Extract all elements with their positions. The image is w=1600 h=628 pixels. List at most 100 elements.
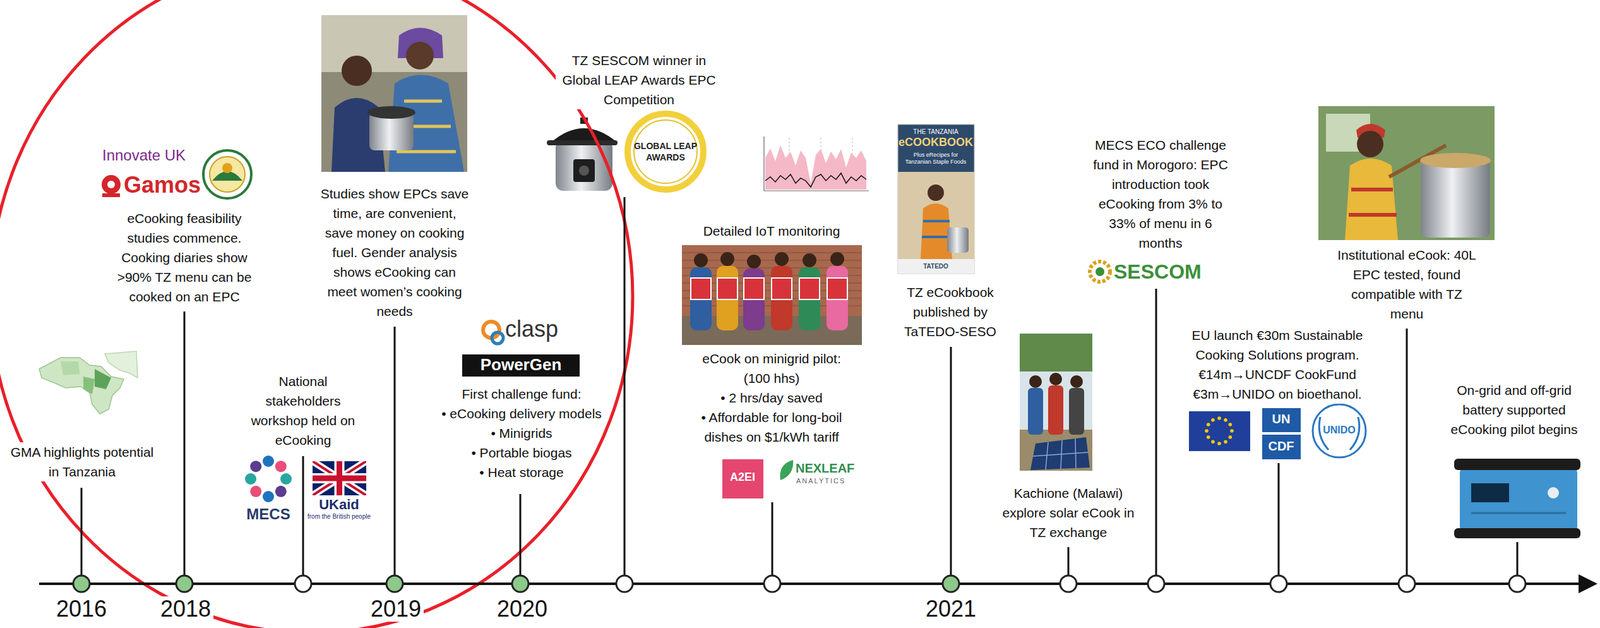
eu-flag [1204,428,1209,433]
unido-logo [1319,416,1360,450]
year-label: 2020 [494,596,550,622]
photo-kachione-exchange [1019,333,1093,471]
event-text: eCooking feasibility studies commence. C… [107,208,263,307]
photo-institutional-cooking [1348,189,1397,215]
timeline-dot [294,575,312,592]
logo-text: NEXLEAF [795,460,855,476]
clasp-icon [483,321,504,344]
event-text: Kachione (Malawi) explore solar eCook in… [992,483,1145,542]
mecs-logo-icon [275,485,287,497]
uncdf-logo [1262,434,1301,460]
photo-minigrid-users [799,277,820,300]
photo-women-cooking [341,55,372,86]
global-leap-ring [633,119,698,184]
global-leap-ring [627,113,704,190]
photo-minigrid-users [774,251,789,266]
logo-text: A2EI [729,470,756,484]
timeline-dot [176,575,193,592]
tatedo-logo [203,150,252,199]
eu-flag [1204,416,1234,446]
mecs-logo-icon [250,485,262,497]
pressure-cooker [546,117,618,191]
logo-text: GLOBAL LEAP AWARDS [632,140,699,163]
logo-text: ANALYTICS [796,476,846,485]
event-stem [302,455,305,576]
uk-flag [312,460,367,496]
timeline-axis [1578,573,1598,593]
africa-map [39,357,124,414]
event-stem [80,487,83,576]
eu-flag [1211,440,1215,444]
bullet-item: • Minigrids [488,423,555,443]
cover-text: TATEDO [923,262,949,271]
tatedo-logo [222,162,233,174]
event-stem [183,311,186,576]
photo-women-cooking [321,15,468,172]
highlight-circle [0,0,633,628]
photo-institutional-cooking [1420,152,1491,168]
cookbook-cover [921,220,951,237]
global-leap-ring [627,113,704,190]
powergen-band [462,354,580,377]
photo-minigrid-users [681,252,862,306]
cookbook-cover [897,124,975,274]
bullet-item: • Portable biogas [468,442,574,463]
clasp-icon [491,332,504,344]
nexleaf-leaf [779,459,794,480]
mecs-logo-icon [244,455,292,502]
photo-kachione-exchange [1030,436,1090,470]
mecs-logo-icon [244,472,257,485]
timeline-dot [1509,575,1526,592]
sescom-gear [1089,261,1111,282]
timeline-dot [512,575,529,592]
photo-kachione-exchange [1029,375,1042,388]
timeline-dot [1270,575,1287,592]
cover-text: THE TANZANIA [913,128,958,136]
timeline-dot [942,575,960,592]
photo-minigrid-users [681,244,862,345]
gamos-icon [101,174,121,194]
event-stem [1155,288,1158,576]
mecs-logo-icon [262,455,275,467]
logo-text: MECS [246,505,290,523]
photo-minigrid-users [770,265,793,331]
tatedo-logo [203,150,252,199]
event-text: TZ SESCOM winner in Global LEAP Awards E… [555,50,723,110]
africa-map [83,376,95,395]
logo-text: UNIDO [1322,424,1356,436]
event-text: National stakeholders workshop held on e… [241,371,365,450]
photo-kachione-exchange [1049,372,1063,386]
photo-minigrid-users [802,253,817,268]
pressure-cooker [555,140,613,191]
photo-minigrid-users [690,277,711,300]
photo-kachione-exchange [1048,385,1064,435]
iot-chart [765,173,867,187]
photo-kachione-exchange [1068,387,1085,435]
event-text: Detailed IoT monitoring [700,220,843,241]
timeline-dot [73,575,1526,592]
logo-text: SESCOM [1113,260,1202,284]
event-text: eCook on minigrid pilot: (100 hhs) [688,348,855,388]
battery-unit [1459,465,1578,533]
event-text: Institutional eCook: 40L EPC tested, fou… [1332,244,1482,324]
event-text: First challenge fund: [459,383,584,404]
timeline-dot [1147,575,1165,592]
eu-flag [1223,417,1228,422]
logo-text: UKaid [318,496,360,513]
event-stem [623,197,626,576]
photo-kachione-exchange [1027,387,1044,435]
event-text: MECS ECO challenge fund in Morogoro: EPC… [1084,135,1237,253]
photo-minigrid-users [720,251,735,266]
logo-text: Gamos [123,171,201,198]
photo-institutional-cooking [1420,159,1491,238]
year-label: 2019 [368,596,424,622]
eu-flag [1188,411,1251,451]
gamos-icon [101,174,121,198]
pressure-cooker [573,159,595,182]
uk-flag [312,460,367,496]
photo-kachione-exchange [1032,438,1088,470]
year-label: 2018 [157,596,214,622]
timeline-axis [39,582,1583,585]
eu-flag [1217,441,1222,446]
